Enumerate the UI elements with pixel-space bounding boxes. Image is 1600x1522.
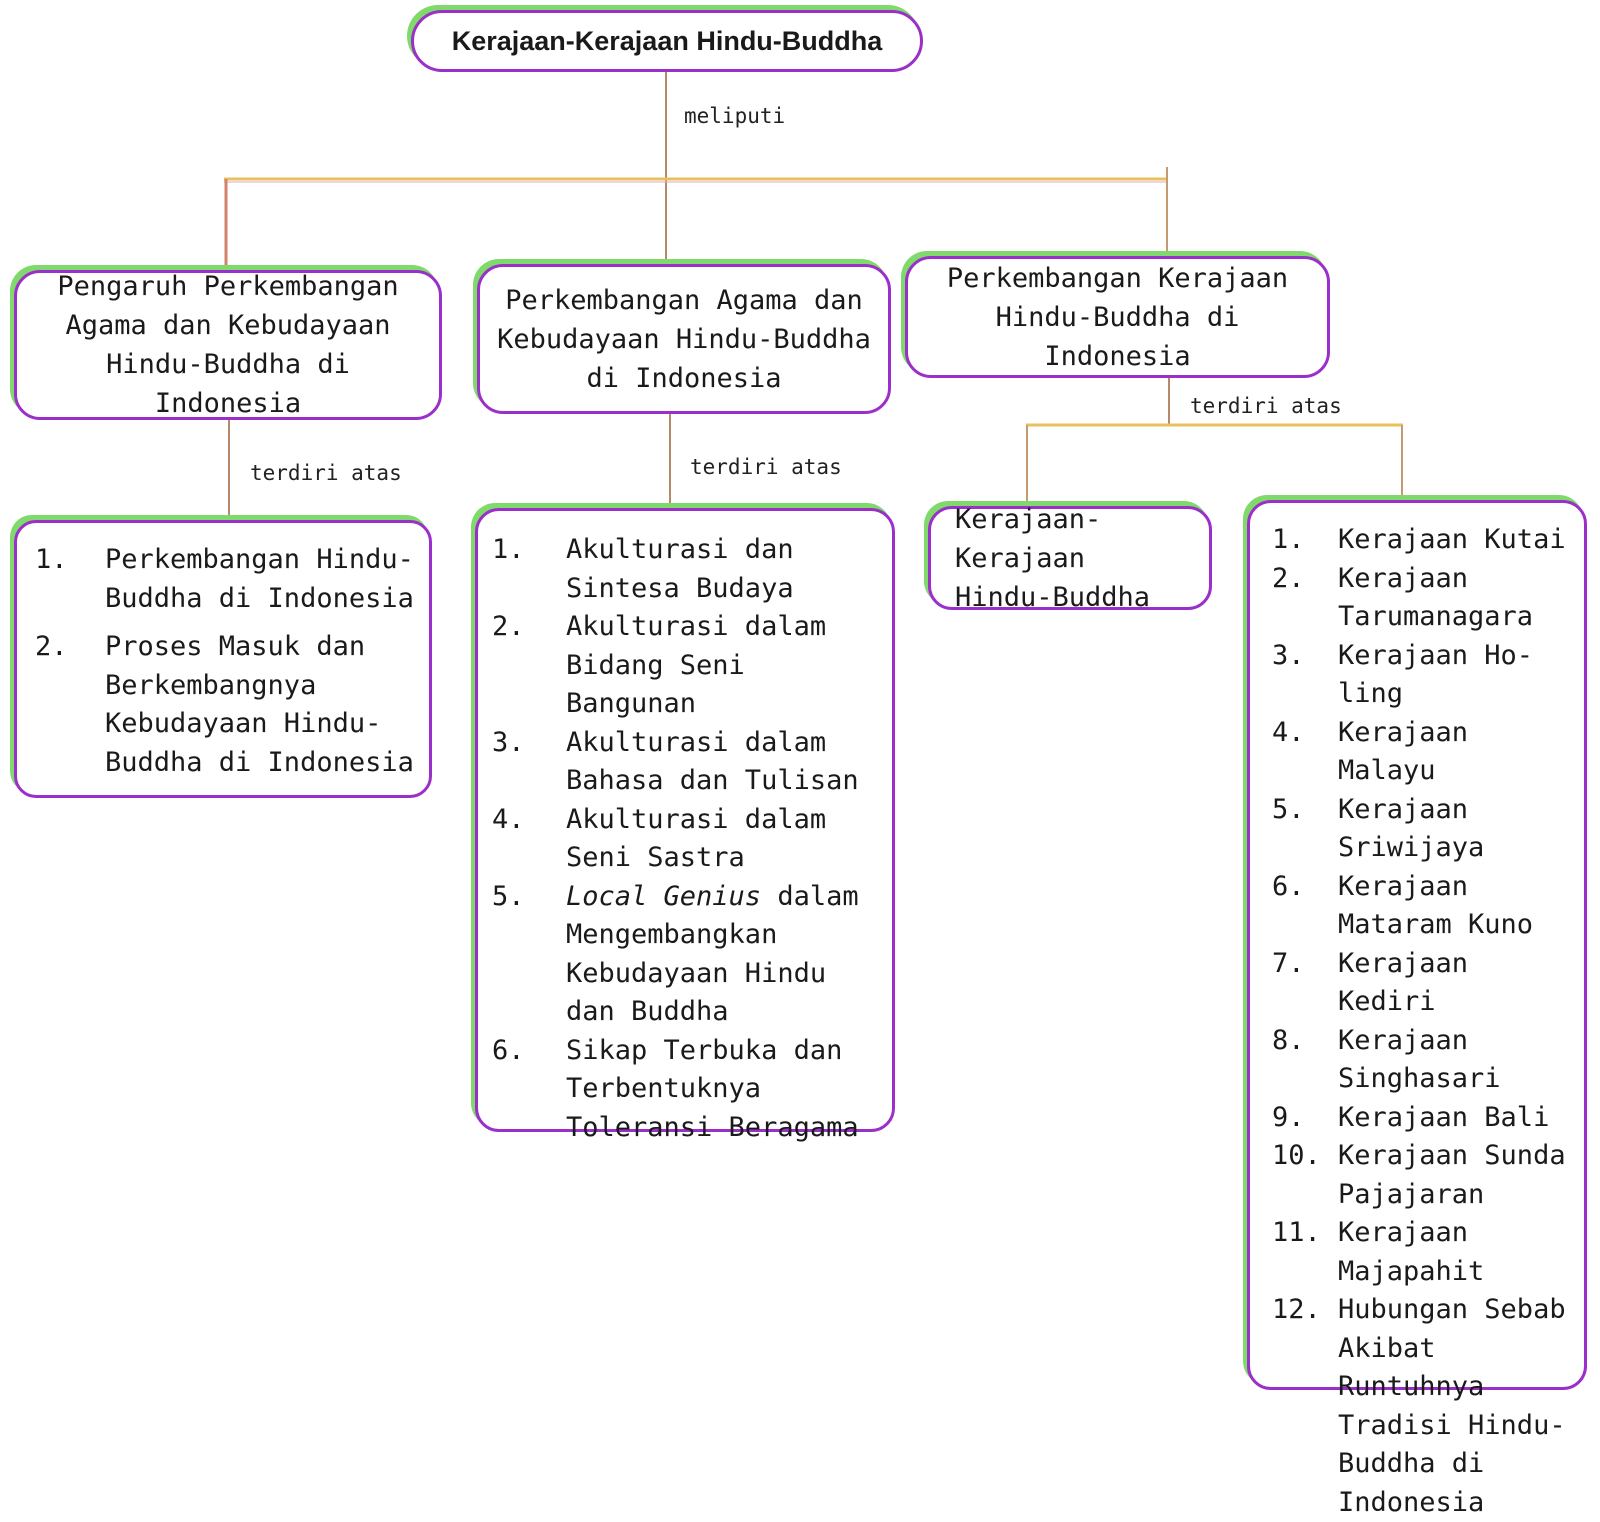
list-item-number: 1. xyxy=(35,544,68,575)
list-item-text: Proses Masuk dan Berkembangnya Kebudayaa… xyxy=(105,631,414,778)
label-terdiri-right: terdiri atas xyxy=(1190,394,1342,418)
list-item-number: 5. xyxy=(492,880,525,912)
list-item-text: Kerajaan Kediri xyxy=(1338,947,1469,1018)
list-item-text: Kerajaan Malayu xyxy=(1338,716,1469,787)
list-item: 12. Hubungan Sebab Akibat Runtuhnya Tradi… xyxy=(1272,1291,1576,1522)
list-item: 6. Sikap Terbuka dan Terbentuknya Toleran… xyxy=(492,1032,882,1148)
list-item: 10. Kerajaan Sunda Pajajaran xyxy=(1272,1137,1576,1214)
list-item-rest-text: dalam Mengembangkan Kebudayaan Hindu dan… xyxy=(566,880,859,1028)
list-item-text: Kerajaan Bali xyxy=(1338,1101,1550,1133)
list-item-text: Kerajaan Singhasari xyxy=(1338,1024,1501,1095)
list-item-text: Kerajaan Tarumanagara xyxy=(1338,562,1534,633)
list-item-text: Kerajaan Sriwijaya xyxy=(1338,793,1485,864)
list-item: 5. Local Genius dalam Mengembangkan Kebud… xyxy=(492,878,882,1032)
node-kerajaan: Perkembangan Kerajaan Hindu-Buddha di In… xyxy=(905,256,1330,378)
list-item-text: Perkembangan Hindu-Buddha di Indonesia xyxy=(105,544,414,614)
list-item-number: 3. xyxy=(1272,639,1305,671)
node-kerajaan-sub-text: Kerajaan-Kerajaan Hindu-Buddha xyxy=(955,503,1151,613)
list-item-number: 7. xyxy=(1272,947,1305,979)
list-item: 3. Kerajaan Ho-ling xyxy=(1272,637,1576,714)
list-item: 5. Kerajaan Sriwijaya xyxy=(1272,791,1576,868)
list-item-number: 1. xyxy=(1272,524,1305,555)
node-agama-text: Perkembangan Agama dan Kebudayaan Hindu-… xyxy=(497,284,871,394)
list-item-text: Kerajaan Sunda Pajajaran xyxy=(1338,1140,1566,1210)
list-box-agama: 1. Akulturasi dan Sintesa Budaya 2. Akultur… xyxy=(475,508,895,1143)
list-item-text: Kerajaan Ho-ling xyxy=(1338,639,1534,710)
list-item: 8. Kerajaan Singhasari xyxy=(1272,1022,1576,1099)
list-item: 1. Akulturasi dan Sintesa Budaya xyxy=(492,531,882,608)
list-item-text: Akulturasi dalam Bahasa dan Tulisan xyxy=(566,726,859,797)
list-item-text: Kerajaan Mataram Kuno xyxy=(1338,870,1534,941)
list-item-text: Hubungan Sebab Akibat Runtuhnya Tradisi … xyxy=(1338,1294,1566,1518)
node-agama: Perkembangan Agama dan Kebudayaan Hindu-… xyxy=(477,264,891,414)
node-kerajaan-text: Perkembangan Kerajaan Hindu-Buddha di In… xyxy=(946,262,1289,372)
list-item-number: 2. xyxy=(492,611,525,642)
label-meliputi: meliputi xyxy=(684,104,786,128)
list-item-text: Sikap Terbuka dan Terbentuknya Toleransi… xyxy=(566,1034,859,1143)
list-item: 9. Kerajaan Bali xyxy=(1272,1099,1576,1138)
root-title: Kerajaan-Kerajaan Hindu-Buddha xyxy=(451,25,883,56)
list-item-text: Akulturasi dalam Seni Sastra xyxy=(566,803,827,874)
list-item-text: Akulturasi dalam Bidang Seni Bangunan xyxy=(566,611,827,719)
list-item-number: 2. xyxy=(1272,562,1305,594)
list-agama: 1. Akulturasi dan Sintesa Budaya 2. Akultur… xyxy=(492,531,882,1147)
list-item-number: 10. xyxy=(1272,1140,1321,1171)
list-item-text: Kerajaan Majapahit xyxy=(1338,1217,1485,1287)
label-terdiri-left: terdiri atas xyxy=(250,461,402,485)
list-item-number: 5. xyxy=(1272,793,1305,825)
list-item: 3. Akulturasi dalam Bahasa dan Tulisan xyxy=(492,724,882,801)
list-pengaruh: 1. Perkembangan Hindu-Buddha di Indonesia… xyxy=(35,541,415,782)
list-item-number: 9. xyxy=(1272,1101,1305,1133)
list-item-number: 2. xyxy=(35,631,68,662)
node-pengaruh: Pengaruh Perkembangan Agama dan Kebudaya… xyxy=(14,270,442,420)
list-item-number: 12. xyxy=(1272,1294,1321,1325)
root-node: Kerajaan-Kerajaan Hindu-Buddha xyxy=(411,10,923,72)
list-item: 4. Akulturasi dalam Seni Sastra xyxy=(492,801,882,878)
list-item: 1. Perkembangan Hindu-Buddha di Indonesia xyxy=(35,541,415,618)
list-item-number: 4. xyxy=(1272,716,1305,748)
label-terdiri-mid: terdiri atas xyxy=(690,455,842,479)
list-item-text: Local Genius dalam Mengembangkan Kebuday… xyxy=(566,878,882,1032)
list-item-number: 11. xyxy=(1272,1217,1321,1248)
list-item-italic-text: Local Genius xyxy=(566,880,762,912)
list-item-text: Akulturasi dan Sintesa Budaya xyxy=(566,534,794,604)
list-item-number: 8. xyxy=(1272,1024,1305,1056)
list-item-text: Kerajaan Kutai xyxy=(1338,524,1566,555)
list-item: 6. Kerajaan Mataram Kuno xyxy=(1272,868,1576,945)
list-item: 2. Proses Masuk dan Berkembangnya Kebuday… xyxy=(35,628,415,782)
list-item-number: 4. xyxy=(492,803,525,835)
list-item-number: 1. xyxy=(492,534,525,565)
list-item: 2. Kerajaan Tarumanagara xyxy=(1272,560,1576,637)
list-item: 7. Kerajaan Kediri xyxy=(1272,945,1576,1022)
node-kerajaan-sub: Kerajaan-Kerajaan Hindu-Buddha xyxy=(928,504,1212,613)
list-item-number: 6. xyxy=(492,1034,525,1066)
node-pengaruh-text: Pengaruh Perkembangan Agama dan Kebudaya… xyxy=(57,271,399,419)
list-item: 11. Kerajaan Majapahit xyxy=(1272,1214,1576,1291)
list-item: 2. Akulturasi dalam Bidang Seni Bangunan xyxy=(492,608,882,724)
list-item-number: 6. xyxy=(1272,870,1305,902)
connector-lines xyxy=(224,70,1403,518)
list-item: 1. Kerajaan Kutai xyxy=(1272,521,1576,560)
list-box-pengaruh: 1. Perkembangan Hindu-Buddha di Indonesia… xyxy=(14,520,432,798)
list-item-number: 3. xyxy=(492,726,525,758)
list-item: 4. Kerajaan Malayu xyxy=(1272,714,1576,791)
